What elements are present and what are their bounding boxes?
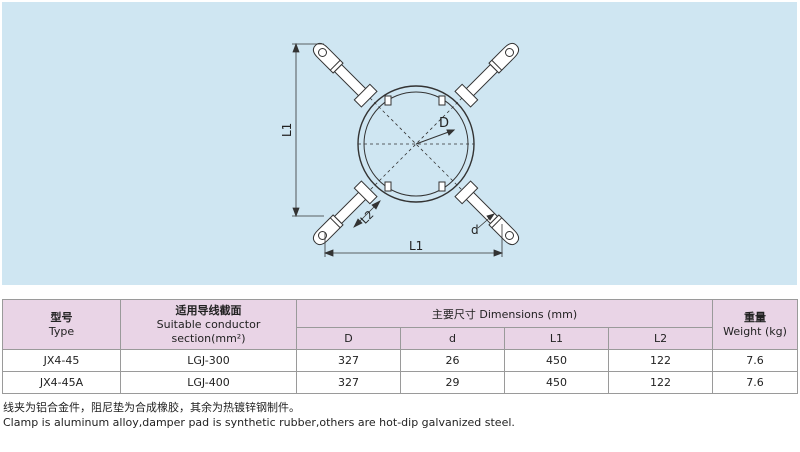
subheader-L1: L1 bbox=[504, 327, 609, 350]
arrowhead bbox=[446, 129, 456, 136]
cell-d: 26 bbox=[400, 349, 505, 372]
header-dimensions: 主要尺寸 Dimensions (mm) bbox=[295, 299, 714, 328]
cell-D: 327 bbox=[296, 349, 401, 372]
table-row: JX4-45A LGJ-400 327 29 450 122 7.6 bbox=[2, 371, 799, 394]
cell-conductor: LGJ-400 bbox=[120, 371, 297, 394]
dimension-L2 bbox=[353, 200, 381, 228]
center-lines bbox=[358, 97, 474, 191]
header-conductor: 适用导线截面 Suitable conductor section(mm²) bbox=[120, 299, 297, 350]
dimension-d bbox=[477, 213, 495, 229]
dimension-L1-horizontal bbox=[323, 224, 504, 257]
cell-L2: 122 bbox=[607, 371, 714, 394]
label-D: D bbox=[439, 116, 449, 131]
spacer-damper-drawing: D d L1 L1 L2 bbox=[280, 42, 520, 257]
header-type: 型号 Type bbox=[2, 299, 121, 350]
label-L1-vertical: L1 bbox=[280, 123, 294, 137]
cell-type: JX4-45 bbox=[2, 349, 121, 372]
cell-weight: 7.6 bbox=[712, 371, 799, 394]
clamp-arm-bottom-right bbox=[454, 180, 520, 246]
header-weight: 重量 Weight (kg) bbox=[712, 299, 799, 350]
drawing-panel: D d L1 L1 L2 bbox=[2, 2, 797, 285]
table-row: JX4-45 LGJ-300 327 26 450 122 7.6 bbox=[2, 349, 799, 372]
spec-table: 型号 Type 适用导线截面 Suitable conductor sectio… bbox=[2, 299, 799, 394]
cell-type: JX4-45A bbox=[2, 371, 121, 394]
cell-L1: 450 bbox=[504, 371, 609, 394]
subheader-L2: L2 bbox=[607, 327, 714, 350]
label-L1-horizontal: L1 bbox=[409, 239, 423, 253]
material-note-chinese: 线夹为铝合金件，阻尼垫为合成橡胶，其余为热镀锌钢制件。 bbox=[3, 401, 300, 414]
material-note-english: Clamp is aluminum alloy,damper pad is sy… bbox=[3, 416, 515, 429]
ring-tab bbox=[384, 95, 392, 106]
clamp-arm-top-right bbox=[454, 42, 520, 108]
dimension-L1-vertical bbox=[292, 42, 324, 218]
cell-L1: 450 bbox=[504, 349, 609, 372]
cell-conductor: LGJ-300 bbox=[120, 349, 297, 372]
cell-weight: 7.6 bbox=[712, 349, 799, 372]
ring-tab bbox=[438, 181, 446, 192]
cell-D: 327 bbox=[296, 371, 401, 394]
cell-d: 29 bbox=[400, 371, 505, 394]
subheader-D: D bbox=[296, 327, 401, 350]
clamp-arm-top-left bbox=[312, 42, 378, 108]
subheader-d: d bbox=[400, 327, 505, 350]
cell-L2: 122 bbox=[607, 349, 714, 372]
ring-tab bbox=[384, 181, 392, 192]
clamp-arm-bottom-left bbox=[312, 180, 378, 246]
ring-tab bbox=[438, 95, 446, 106]
label-d: d bbox=[471, 223, 479, 237]
